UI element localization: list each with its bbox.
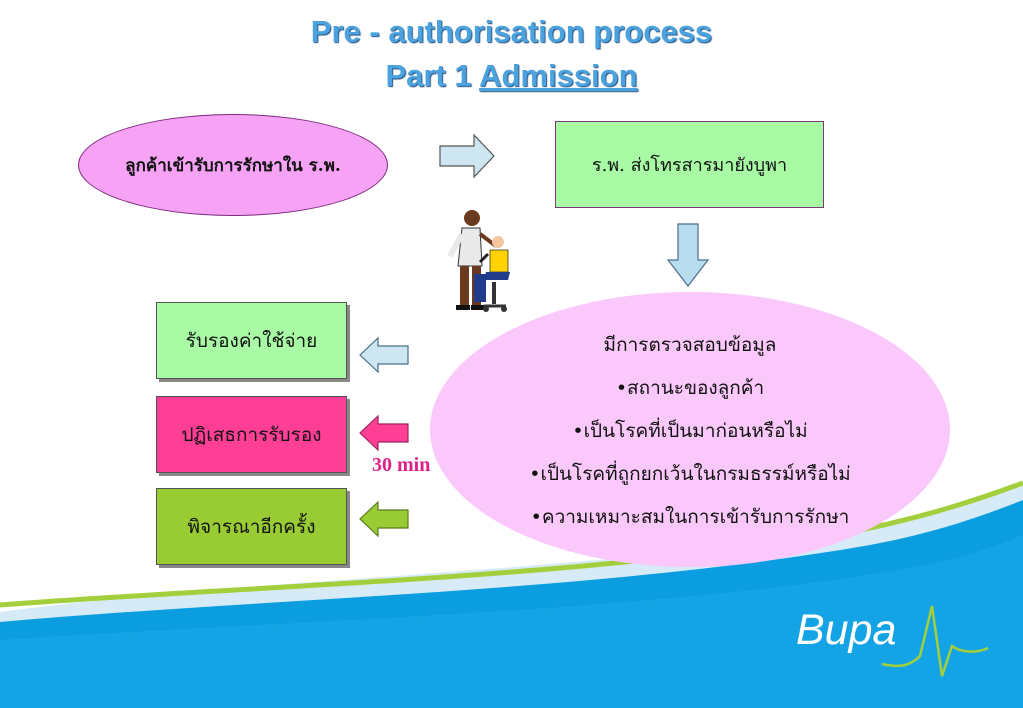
verification-ellipse [430, 292, 950, 567]
reconsider-label: พิจารณาอีกครั้ง [187, 515, 316, 538]
reject-box: ปฏิเสธการรับรอง [156, 396, 347, 473]
reject-label: ปฏิเสธการรับรอง [181, 423, 322, 446]
start-ellipse: ลูกค้าเข้ารับการรักษาใน ร.พ. [78, 114, 388, 216]
verification-item: •เป็นโรคที่ถูกยกเว้นในกรมธรรม์หรือไม่ [529, 463, 851, 485]
reconsider-box: พิจารณาอีกครั้ง [156, 488, 347, 565]
bupa-heartbeat-icon [881, 605, 989, 677]
right-arrow-icon [439, 133, 495, 179]
verification-item: •ความเหมาะสมในการเข้ารับการรักษา [530, 506, 850, 528]
left-arrow-icon [359, 336, 409, 374]
start-label: ลูกค้าเข้ารับการรักษาใน ร.พ. [125, 155, 341, 176]
title-part-label: Part 1 [385, 58, 480, 93]
verification-heading: มีการตรวจสอบข้อมูล [603, 334, 777, 356]
verification-item: •สถานะของลูกค้า [615, 377, 765, 399]
hospital-fax-box: ร.พ. ส่งโทรสารมายังบูพา [555, 121, 824, 208]
title-admission: Admission [479, 58, 638, 93]
verification-list: มีการตรวจสอบข้อมูล •สถานะของลูกค้า •เป็น… [455, 324, 925, 539]
verification-item: •เป็นโรคที่เป็นมาก่อนหรือไม่ [572, 420, 808, 442]
left-arrow-icon [359, 414, 409, 452]
time-label: 30 min [372, 454, 431, 476]
approve-box: รับรองค่าใช้จ่าย [156, 302, 347, 379]
bupa-logo: Bupa [796, 606, 897, 654]
left-arrow-icon [359, 500, 409, 538]
title-line-2: Part 1 Admission [0, 58, 1023, 94]
down-arrow-icon [666, 223, 710, 287]
hospital-fax-label: ร.พ. ส่งโทรสารมายังบูพา [591, 155, 788, 176]
doctor-patient-clipart [447, 210, 510, 312]
approve-label: รับรองค่าใช้จ่าย [185, 329, 318, 352]
title-line-1: Pre - authorisation process [310, 14, 713, 49]
